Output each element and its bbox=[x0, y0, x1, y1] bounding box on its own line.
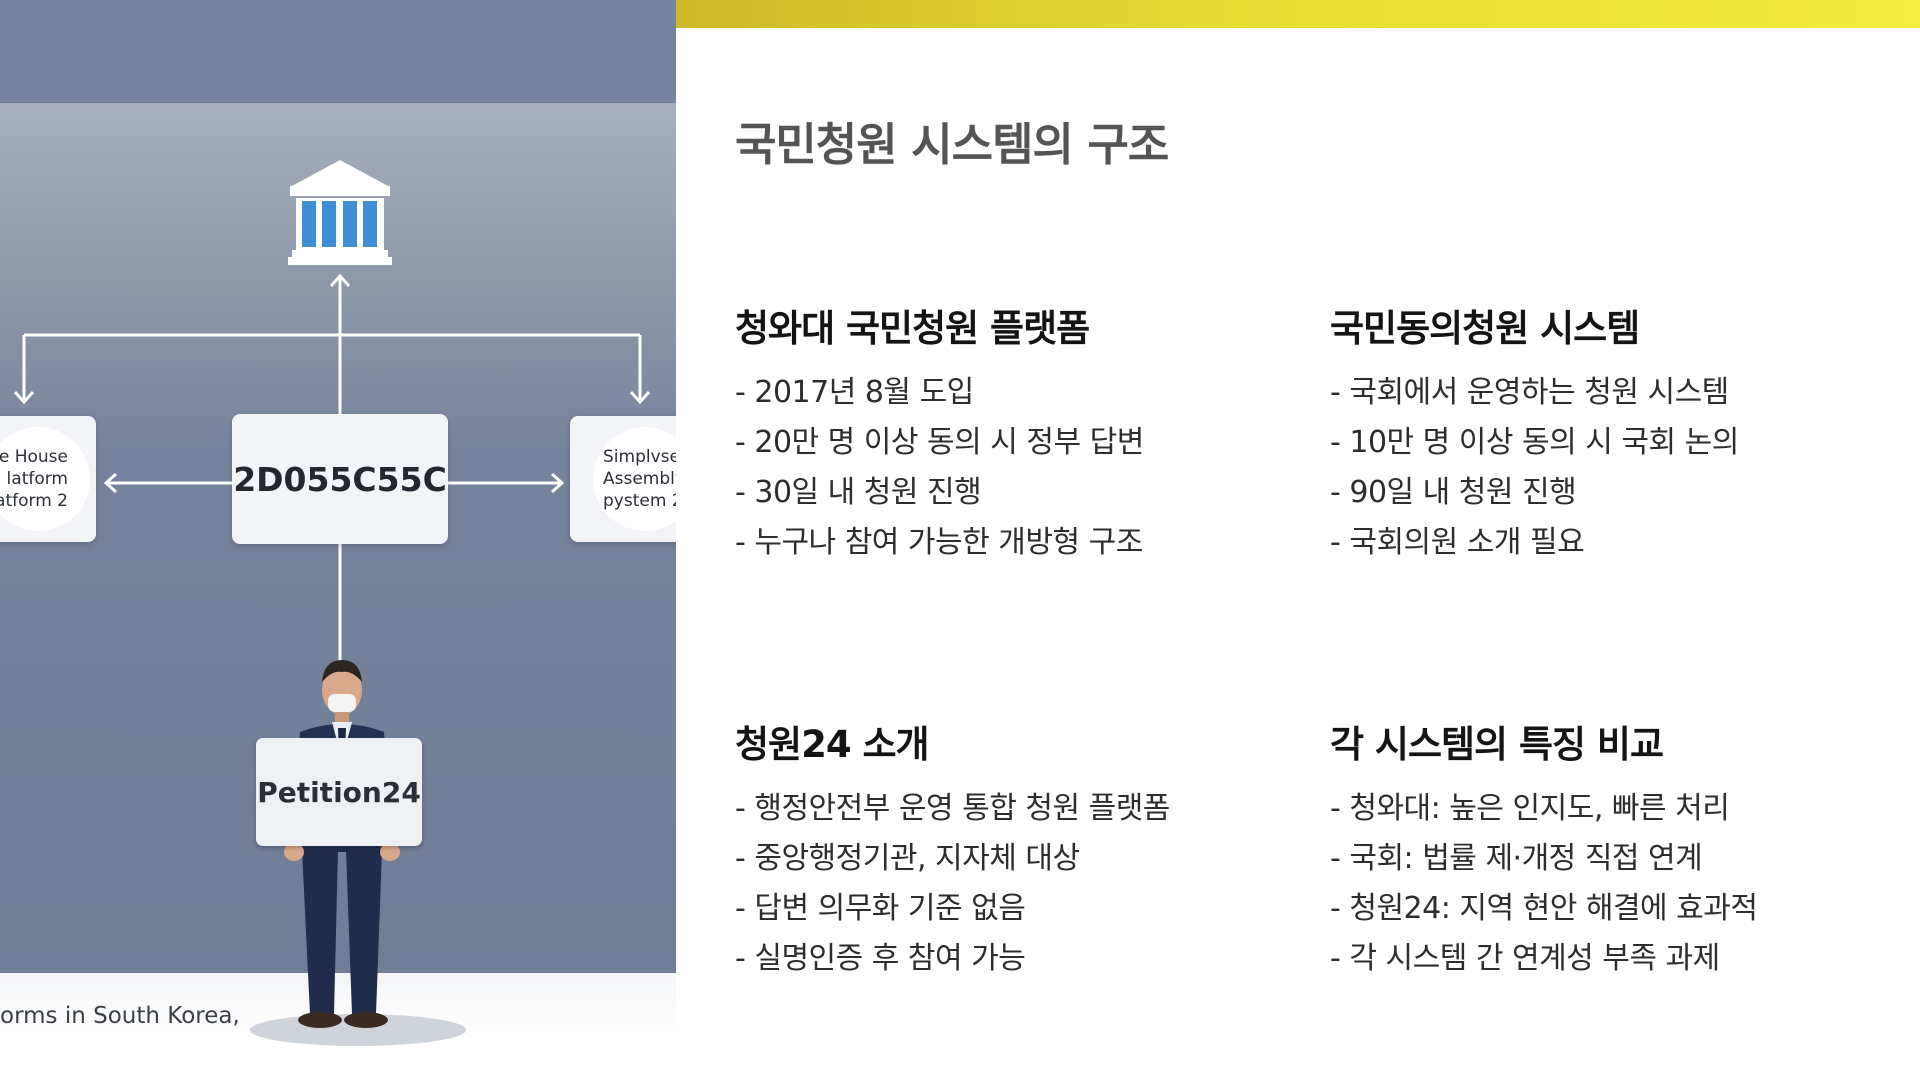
list-item: - 국회에서 운영하는 청원 시스템 bbox=[1330, 368, 1890, 418]
section-list: - 국회에서 운영하는 청원 시스템 - 10만 명 이상 동의 시 국회 논의… bbox=[1330, 368, 1890, 568]
list-item: - 청원24: 지역 현안 해결에 효과적 bbox=[1330, 884, 1890, 934]
list-item: - 국회: 법률 제·개정 직접 연계 bbox=[1330, 834, 1890, 884]
blue-house-node-circle: e House latform atform 2 bbox=[0, 427, 90, 531]
list-item: - 실명인증 후 참여 가능 bbox=[735, 934, 1295, 984]
slide-title: 국민청원 시스템의 구조 bbox=[735, 108, 1168, 173]
petition24-sign-label: Petition24 bbox=[257, 776, 421, 809]
section-list: - 2017년 8월 도입 - 20만 명 이상 동의 시 정부 답변 - 30… bbox=[735, 368, 1295, 568]
center-node: 2D0 55C 55C bbox=[232, 414, 448, 544]
blue-house-node: e House latform atform 2 bbox=[0, 416, 96, 542]
section-heading: 국민동의청원 시스템 bbox=[1330, 298, 1890, 352]
accent-bar bbox=[676, 0, 1920, 28]
section-heading: 청와대 국민청원 플랫폼 bbox=[735, 298, 1295, 352]
section-petition24: 청원24 소개 - 행정안전부 운영 통합 청원 플랫폼 - 중앙행정기관, 지… bbox=[735, 714, 1295, 984]
list-item: - 각 시스템 간 연계성 부족 과제 bbox=[1330, 934, 1890, 984]
assembly-node-circle: Simplvse Assembly pystem 2 bbox=[593, 427, 676, 531]
list-item: - 20만 명 이상 동의 시 정부 답변 bbox=[735, 418, 1295, 468]
assembly-node: Simplvse Assembly pystem 2 bbox=[570, 416, 676, 542]
section-list: - 행정안전부 운영 통합 청원 플랫폼 - 중앙행정기관, 지자체 대상 - … bbox=[735, 784, 1295, 984]
list-item: - 10만 명 이상 동의 시 국회 논의 bbox=[1330, 418, 1890, 468]
list-item: - 중앙행정기관, 지자체 대상 bbox=[735, 834, 1295, 884]
assembly-node-line-1: Simplvse bbox=[603, 446, 676, 468]
list-item: - 90일 내 청원 진행 bbox=[1330, 468, 1890, 518]
section-heading: 각 시스템의 특징 비교 bbox=[1330, 714, 1890, 768]
petition-illustration: 2D0 55C 55C e House latform atform 2 Sim… bbox=[0, 0, 676, 1080]
illustration-caption: orms in South Korea, bbox=[0, 1003, 240, 1029]
list-item: - 답변 의무화 기준 없음 bbox=[735, 884, 1295, 934]
petition24-sign: Petition24 bbox=[256, 738, 422, 846]
list-item: - 행정안전부 운영 통합 청원 플랫폼 bbox=[735, 784, 1295, 834]
list-item: - 누구나 참여 가능한 개방형 구조 bbox=[735, 518, 1295, 568]
section-system-comparison: 각 시스템의 특징 비교 - 청와대: 높은 인지도, 빠른 처리 - 국회: … bbox=[1330, 714, 1890, 984]
blue-house-node-line-2: latform bbox=[7, 468, 68, 490]
section-blue-house-platform: 청와대 국민청원 플랫폼 - 2017년 8월 도입 - 20만 명 이상 동의… bbox=[735, 298, 1295, 568]
section-national-consent-petition: 국민동의청원 시스템 - 국회에서 운영하는 청원 시스템 - 10만 명 이상… bbox=[1330, 298, 1890, 568]
list-item: - 30일 내 청원 진행 bbox=[735, 468, 1295, 518]
list-item: - 청와대: 높은 인지도, 빠른 처리 bbox=[1330, 784, 1890, 834]
list-item: - 국회의원 소개 필요 bbox=[1330, 518, 1890, 568]
assembly-node-line-3: pystem 2 bbox=[603, 490, 676, 512]
blue-house-node-line-1: e House bbox=[0, 446, 68, 468]
center-node-label: 2D0 55C 55C bbox=[233, 460, 447, 499]
list-item: - 2017년 8월 도입 bbox=[735, 368, 1295, 418]
government-building-icon bbox=[288, 160, 392, 265]
section-list: - 청와대: 높은 인지도, 빠른 처리 - 국회: 법률 제·개정 직접 연계… bbox=[1330, 784, 1890, 984]
blue-house-node-line-3: atform 2 bbox=[0, 490, 68, 512]
section-heading: 청원24 소개 bbox=[735, 714, 1295, 768]
assembly-node-line-2: Assembly bbox=[603, 468, 676, 490]
